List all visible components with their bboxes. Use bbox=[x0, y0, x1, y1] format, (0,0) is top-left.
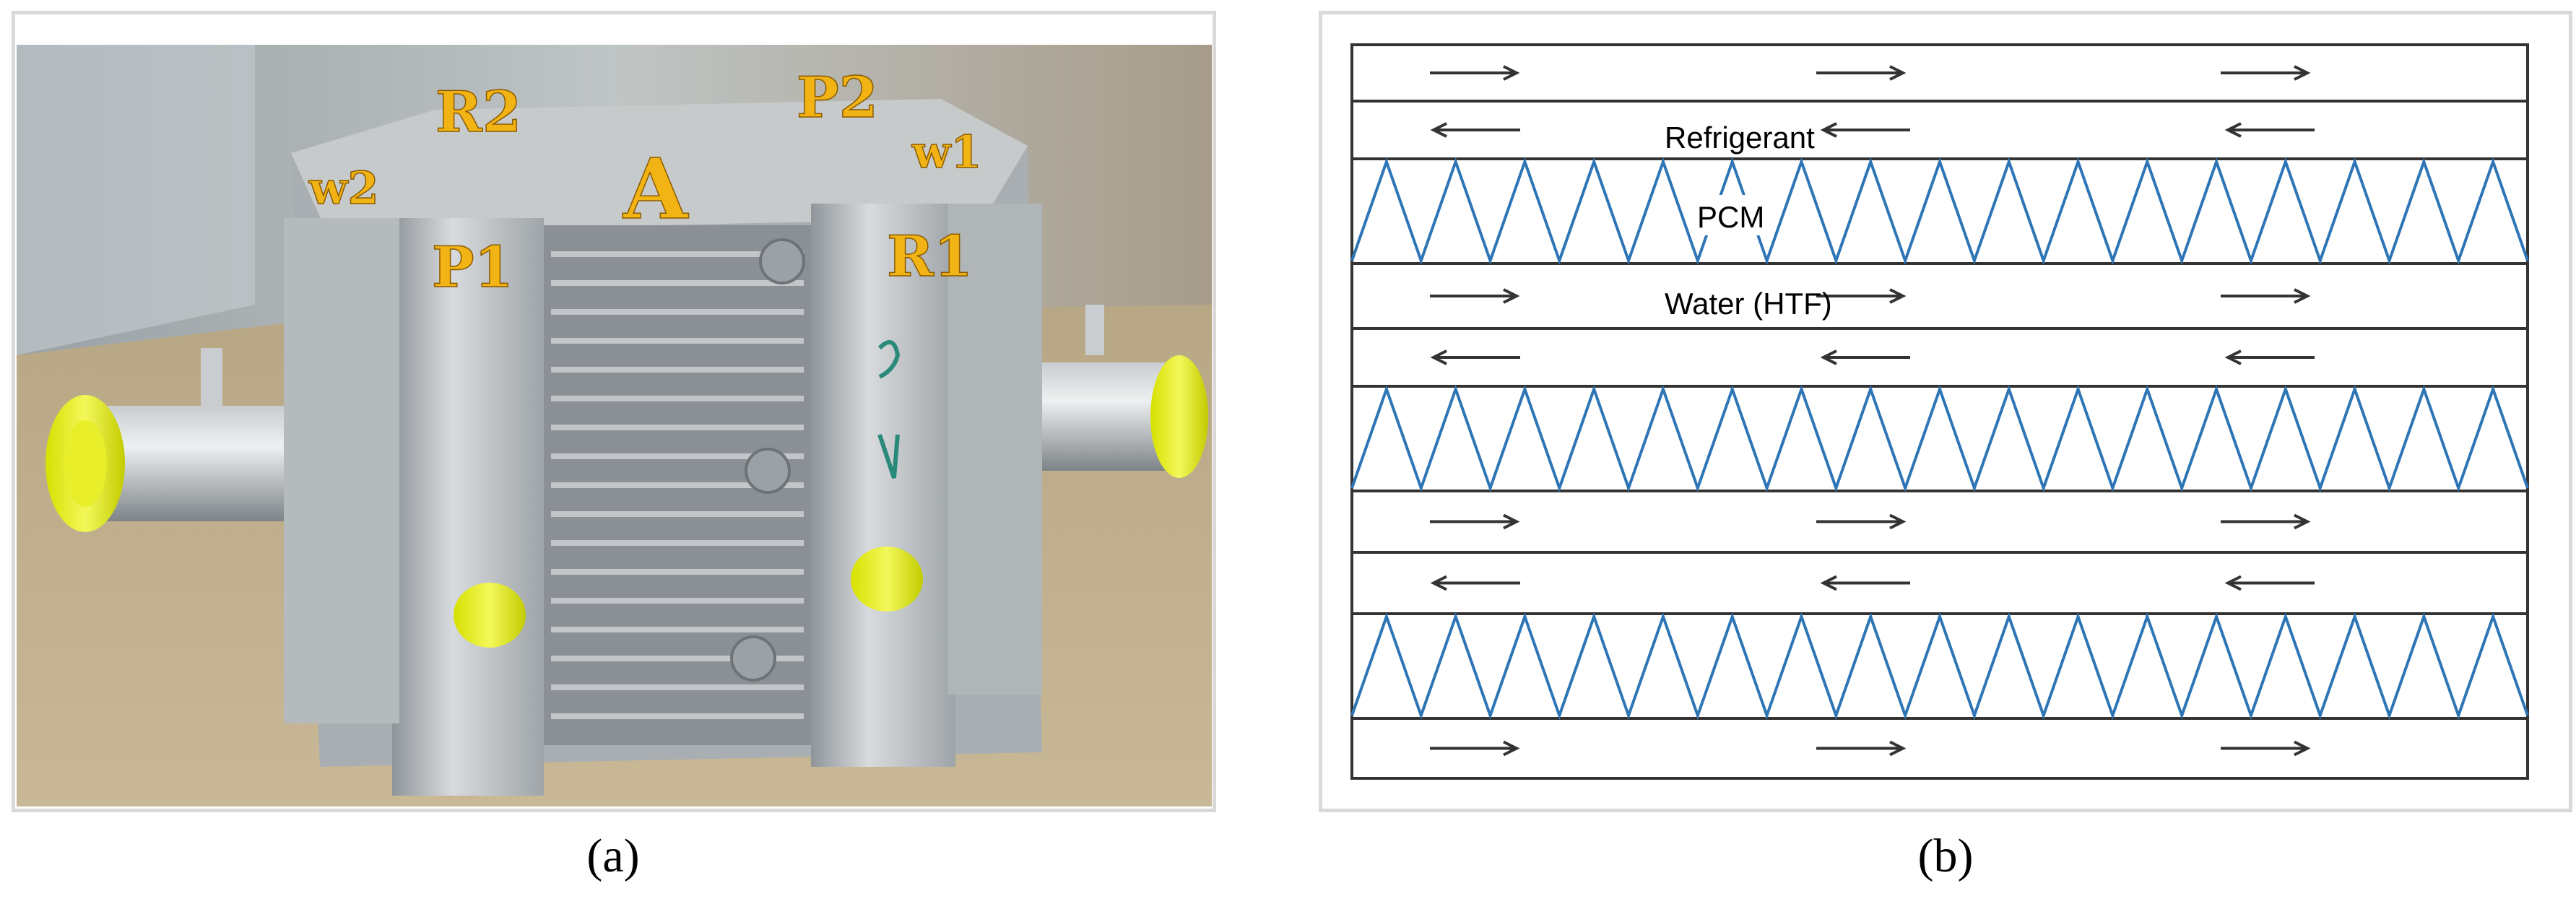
flow-arrow-left bbox=[1820, 122, 1910, 138]
flow-arrow-right bbox=[1430, 65, 1520, 81]
flow-arrow-right bbox=[1816, 740, 1907, 757]
right-yellow-cap bbox=[1150, 355, 1208, 478]
label-bg-pcm bbox=[1690, 195, 1773, 235]
caption-b: (b) bbox=[1917, 830, 1974, 882]
flow-arrow-left bbox=[1430, 349, 1520, 365]
pcm-zigzag bbox=[1350, 384, 2529, 493]
label-r2: R2 bbox=[435, 79, 521, 145]
label-refrigerant: Refrigerant bbox=[1665, 121, 1815, 155]
caption-a: (a) bbox=[586, 830, 640, 882]
pcm-zigzag bbox=[1350, 612, 2529, 721]
port-cap-r1 bbox=[851, 547, 923, 612]
flow-arrow-right bbox=[1430, 513, 1520, 530]
flow-arrow-right bbox=[1816, 288, 1907, 304]
outer-box bbox=[1350, 43, 2529, 780]
heat-exchanger-photo: R2 P2 A w2 w1 P1 R1 bbox=[17, 45, 1212, 806]
flow-arrow-right bbox=[2221, 288, 2311, 304]
label-pcm: PCM bbox=[1697, 200, 1764, 234]
label-w2: w2 bbox=[308, 162, 379, 214]
flow-arrow-left bbox=[1820, 349, 1910, 365]
label-w1: w1 bbox=[911, 126, 982, 178]
channel-lines bbox=[1350, 43, 2529, 780]
flow-arrow-right bbox=[2221, 65, 2311, 81]
flow-arrow-left bbox=[2224, 122, 2315, 138]
label-water: Water (HTF) bbox=[1665, 287, 1832, 321]
label-a: A bbox=[623, 141, 689, 238]
flow-arrow-right bbox=[1816, 513, 1907, 530]
flow-schematic: Refrigerant PCM Water (HTF) bbox=[1350, 43, 2529, 780]
pcm-zigzags bbox=[1350, 157, 2529, 721]
flow-arrow-right bbox=[1816, 65, 1907, 81]
label-r1: R1 bbox=[887, 224, 973, 290]
label-p1: P1 bbox=[432, 235, 513, 300]
port-cap-p1 bbox=[454, 583, 526, 648]
label-bg-refrigerant bbox=[1647, 117, 1805, 157]
flow-arrow-right bbox=[2221, 513, 2311, 530]
flow-arrow-right bbox=[2221, 740, 2311, 757]
flow-arrow-right bbox=[1430, 740, 1520, 757]
flow-arrow-right bbox=[1430, 288, 1520, 304]
flow-arrow-left bbox=[2224, 575, 2315, 591]
flow-arrow-left bbox=[1820, 575, 1910, 591]
flow-arrow-left bbox=[2224, 349, 2315, 365]
pcm-zigzag bbox=[1350, 157, 2529, 266]
label-p2: P2 bbox=[797, 65, 878, 131]
flow-arrow-left bbox=[1430, 122, 1520, 138]
flow-arrows bbox=[1430, 65, 2315, 757]
flow-arrow-left bbox=[1430, 575, 1520, 591]
